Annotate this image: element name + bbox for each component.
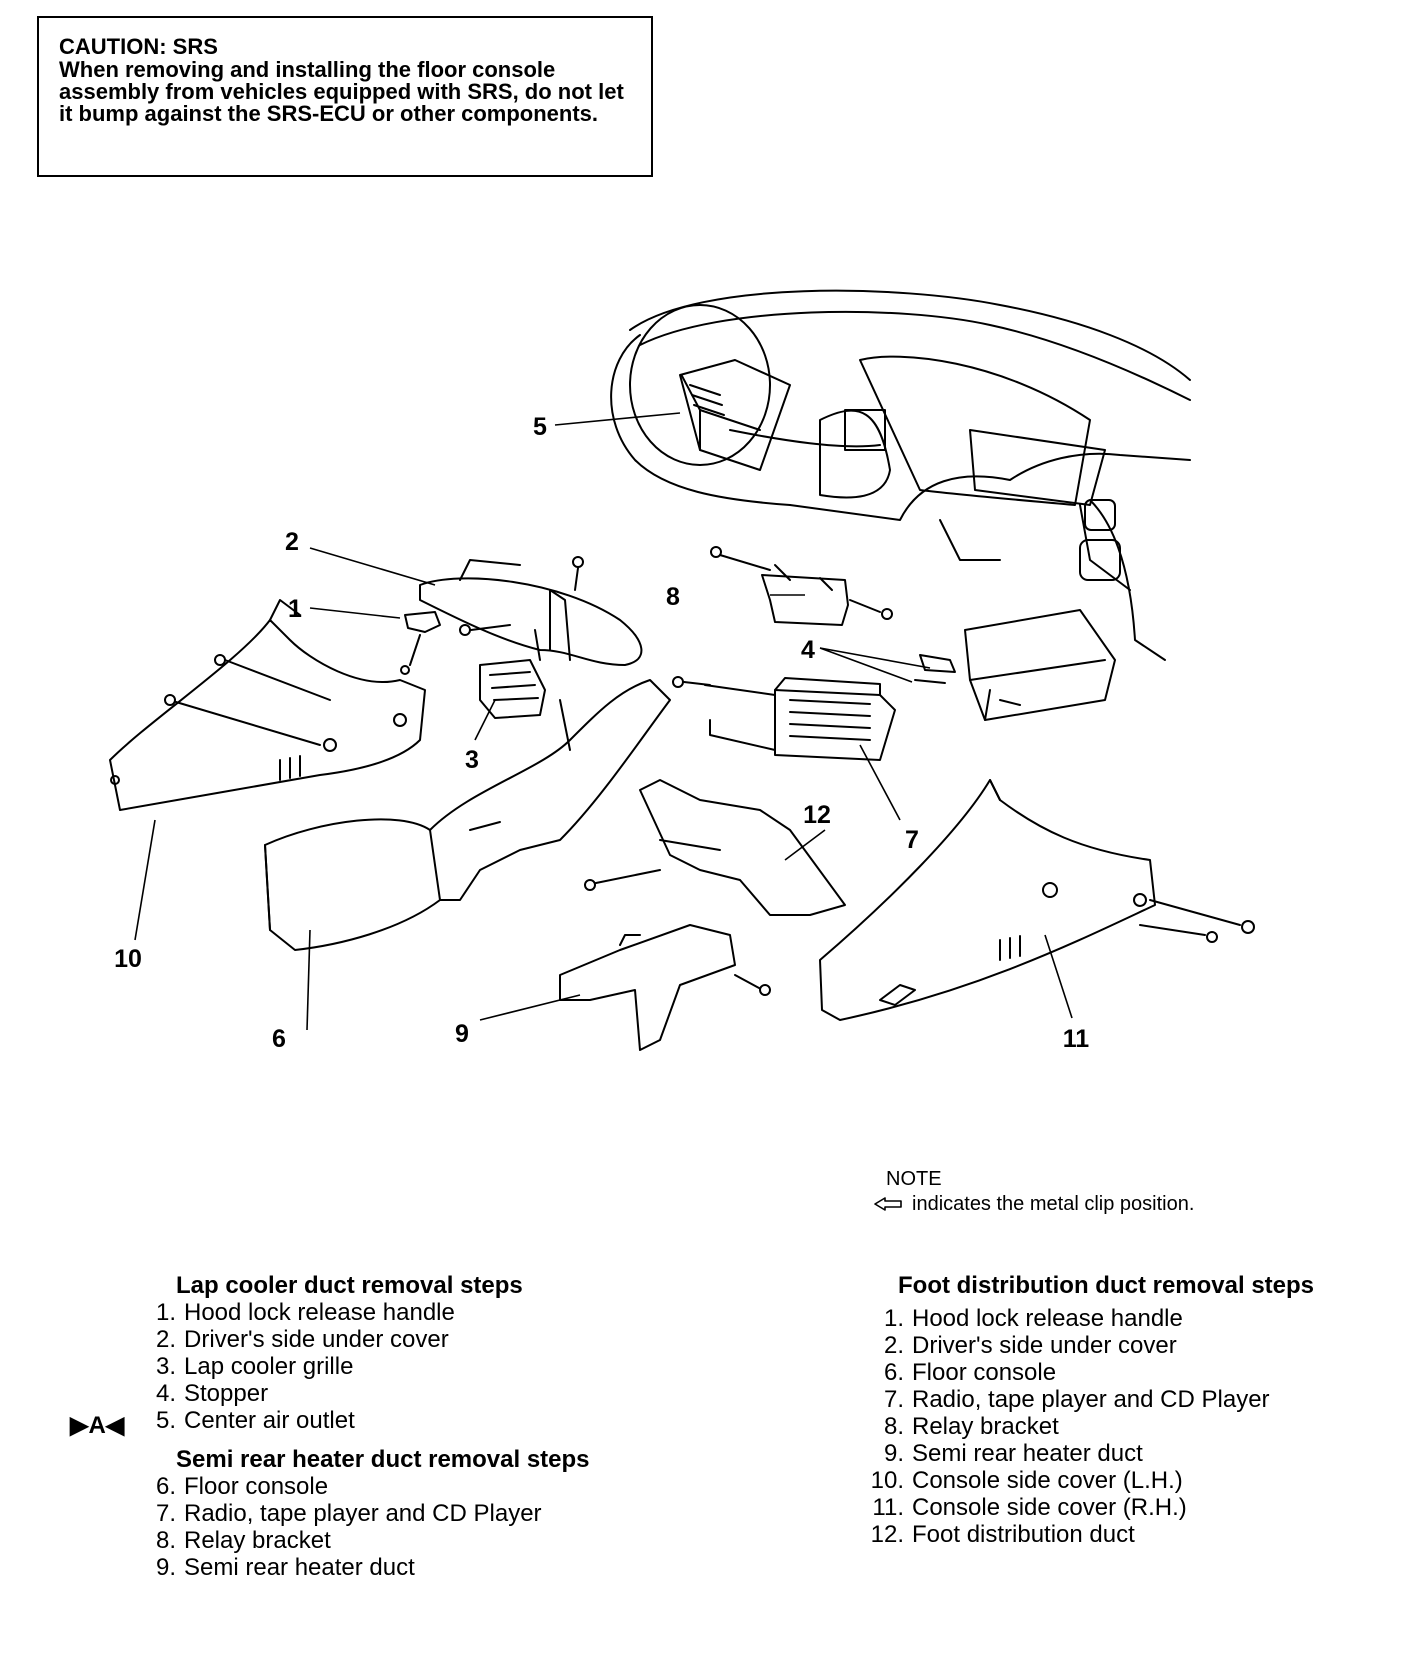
semi-rear-heater-duct bbox=[559, 924, 771, 1051]
caution-title: CAUTION: SRS bbox=[59, 34, 218, 59]
steps-left-column: Lap cooler duct removal steps 1. Hood loc… bbox=[140, 1272, 596, 1581]
step-item: 9. Semi rear heater duct bbox=[858, 1440, 1318, 1467]
callout-5: 5 bbox=[533, 413, 547, 441]
step-number: 9. bbox=[155, 1554, 176, 1581]
step-number: 6. bbox=[155, 1473, 176, 1500]
step-item: 9. Semi rear heater duct bbox=[140, 1554, 596, 1581]
floor-console bbox=[264, 679, 671, 951]
hood-lock-handle bbox=[400, 611, 441, 675]
step-number: 9. bbox=[883, 1440, 904, 1467]
step-label: Semi rear heater duct bbox=[184, 1554, 415, 1581]
step-label: Foot distribution duct bbox=[912, 1521, 1135, 1548]
console-side-cover-rh bbox=[819, 779, 1255, 1021]
step-label: Semi rear heater duct bbox=[912, 1440, 1143, 1467]
callout-10: 10 bbox=[114, 945, 142, 973]
step-label: Stopper bbox=[184, 1380, 269, 1407]
step-number: 1. bbox=[883, 1305, 904, 1332]
radio bbox=[672, 676, 896, 761]
step-item: 8. Relay bracket bbox=[858, 1413, 1318, 1440]
callout-6: 6 bbox=[272, 1025, 286, 1053]
note-title: NOTE bbox=[886, 1168, 942, 1190]
console-side-cover-lh bbox=[109, 599, 426, 811]
foot-dist-list: 1. Hood lock release handle 2. Driver's sid… bbox=[858, 1305, 1318, 1548]
note-text: indicates the metal clip position. bbox=[912, 1193, 1195, 1215]
step-number: 2. bbox=[155, 1326, 176, 1353]
semi-rear-heading: Semi rear heater duct removal steps bbox=[176, 1446, 590, 1473]
callout-1: 1 bbox=[288, 595, 302, 623]
step-item: 4. Stopper bbox=[140, 1380, 596, 1407]
step-marker-a: ▶A◀ bbox=[70, 1412, 125, 1439]
step-label: Console side cover (R.H.) bbox=[912, 1494, 1187, 1521]
exploded-diagram: 5 2 1 3 8 4 12 7 10 6 9 11 bbox=[109, 289, 1255, 1053]
callout-4: 4 bbox=[801, 636, 815, 664]
step-item: 10. Console side cover (L.H.) bbox=[858, 1467, 1318, 1494]
dashboard bbox=[610, 289, 1191, 661]
note: NOTE indicates the metal clip position. bbox=[873, 1168, 1194, 1215]
relay-bracket bbox=[710, 546, 893, 626]
step-item: 2. Driver's side under cover bbox=[858, 1332, 1318, 1359]
step-item: 2. Driver's side under cover bbox=[140, 1326, 596, 1353]
step-number: 8. bbox=[883, 1413, 904, 1440]
under-cover bbox=[419, 556, 643, 666]
step-label: Relay bracket bbox=[912, 1413, 1059, 1440]
callout-2: 2 bbox=[285, 528, 299, 556]
step-item: 1. Hood lock release handle bbox=[858, 1305, 1318, 1332]
step-number: 11. bbox=[872, 1494, 904, 1521]
lap-cooler-list: 1. Hood lock release handle 2. Driver's sid… bbox=[140, 1299, 596, 1434]
step-label: Hood lock release handle bbox=[912, 1305, 1183, 1332]
step-label: Radio, tape player and CD Player bbox=[184, 1500, 542, 1527]
step-label: Center air outlet bbox=[184, 1407, 355, 1434]
callout-8: 8 bbox=[666, 583, 680, 611]
step-item: 1. Hood lock release handle bbox=[140, 1299, 596, 1326]
steps-right-column: Foot distribution duct removal steps 1. H… bbox=[858, 1272, 1318, 1548]
callout-11: 11 bbox=[1063, 1025, 1090, 1053]
step-number: 4. bbox=[155, 1380, 176, 1407]
leader-lines bbox=[134, 412, 1073, 1031]
caution-box: CAUTION: SRS When removing and installin… bbox=[37, 16, 653, 177]
step-item: 7. Radio, tape player and CD Player bbox=[858, 1386, 1318, 1413]
glove-box bbox=[914, 609, 1116, 721]
callouts: 5 2 1 3 8 4 12 7 10 6 9 11 bbox=[114, 413, 1089, 1053]
callout-3: 3 bbox=[465, 746, 479, 774]
caution-body: When removing and installing the floor c… bbox=[59, 57, 624, 126]
step-number: 5. bbox=[155, 1407, 176, 1434]
step-item: 11. Console side cover (R.H.) bbox=[858, 1494, 1318, 1521]
step-number: 6. bbox=[883, 1359, 904, 1386]
step-item: 12. Foot distribution duct bbox=[858, 1521, 1318, 1548]
step-label: Hood lock release handle bbox=[184, 1299, 455, 1326]
step-number: 3. bbox=[155, 1353, 176, 1380]
step-number: 1. bbox=[155, 1299, 176, 1326]
callout-12: 12 bbox=[803, 801, 831, 829]
step-label: Driver's side under cover bbox=[184, 1326, 449, 1353]
step-label: Floor console bbox=[912, 1359, 1057, 1386]
semi-rear-list: 6. Floor console 7. Radio, tape player and … bbox=[140, 1473, 596, 1581]
step-label: Console side cover (L.H.) bbox=[912, 1467, 1183, 1494]
step-label: Relay bracket bbox=[184, 1527, 331, 1554]
step-number: 7. bbox=[155, 1500, 176, 1527]
lap-cooler-heading: Lap cooler duct removal steps bbox=[176, 1272, 523, 1299]
callout-7: 7 bbox=[905, 826, 919, 854]
step-item: 8. Relay bracket bbox=[140, 1527, 596, 1554]
step-number: 8. bbox=[155, 1527, 176, 1554]
step-item: 6. Floor console bbox=[140, 1473, 596, 1500]
step-number: 7. bbox=[883, 1386, 904, 1413]
step-label: Floor console bbox=[184, 1473, 329, 1500]
step-item: 7. Radio, tape player and CD Player bbox=[140, 1500, 596, 1527]
foot-distribution-duct bbox=[584, 779, 846, 916]
step-number: 12. bbox=[870, 1521, 904, 1548]
step-label: Radio, tape player and CD Player bbox=[912, 1386, 1270, 1413]
step-item: 6. Floor console bbox=[858, 1359, 1318, 1386]
step-number: 2. bbox=[883, 1332, 904, 1359]
step-label: Lap cooler grille bbox=[184, 1353, 354, 1380]
step-label: Driver's side under cover bbox=[912, 1332, 1177, 1359]
step-number: 10. bbox=[870, 1467, 904, 1494]
lap-cooler-grille bbox=[479, 659, 546, 719]
note-line: indicates the metal clip position. bbox=[873, 1193, 1194, 1215]
foot-dist-heading: Foot distribution duct removal steps bbox=[898, 1272, 1315, 1299]
step-item: 5. Center air outlet bbox=[140, 1407, 596, 1434]
step-item: 3. Lap cooler grille bbox=[140, 1353, 596, 1380]
hollow-left-arrow-icon bbox=[874, 1197, 902, 1211]
callout-9: 9 bbox=[455, 1020, 469, 1048]
